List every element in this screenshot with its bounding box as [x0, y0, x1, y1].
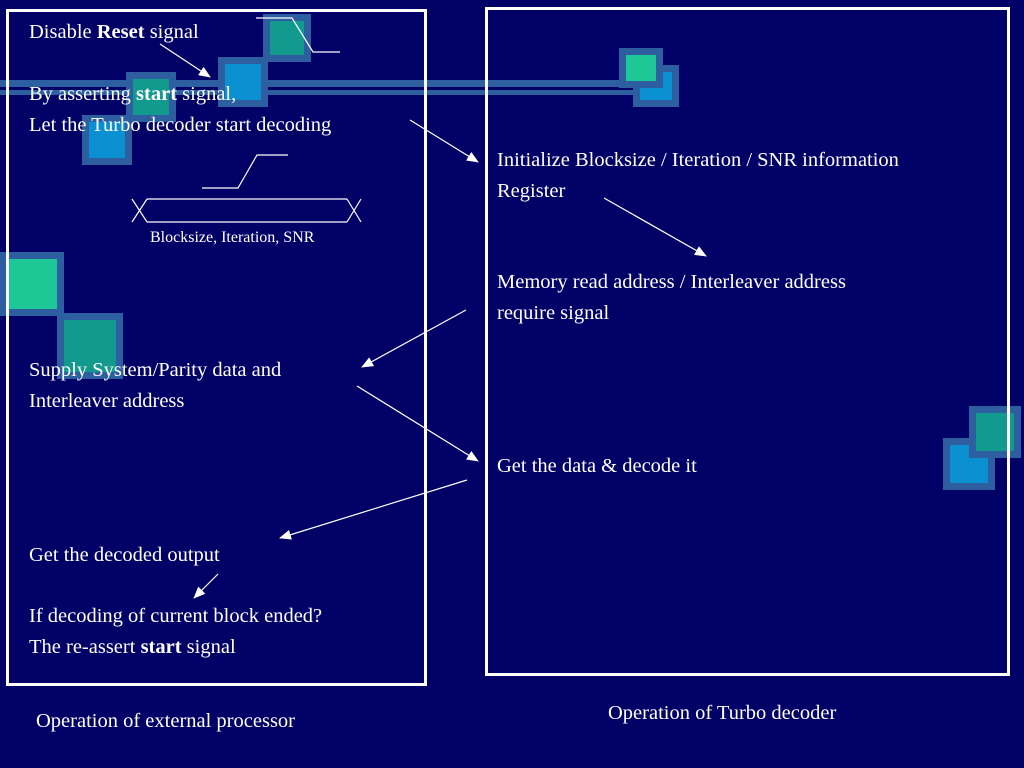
let-decoder-start-text: Let the Turbo decoder start decoding: [29, 114, 332, 136]
decoded-output-text: Get the decoded output: [29, 544, 220, 566]
turbo-decoder-caption: Operation of Turbo decoder: [608, 702, 837, 724]
arrow-supply-to-getdata: [356, 385, 479, 462]
arrow-start-to-init: [409, 119, 479, 163]
arrow-init-to-memory: [603, 197, 707, 257]
reset-keyword: Reset: [96, 21, 145, 43]
arrow-memory-to-supply: [361, 309, 467, 368]
external-processor-caption: Operation of external processor: [36, 710, 295, 732]
memory-address-text-line1: Memory read address / Interleaver addres…: [497, 271, 846, 293]
decorative-bar-upper: [0, 80, 660, 87]
decorative-bar-lower: [0, 90, 660, 95]
disable-reset-text: Disable Reset signal: [29, 21, 199, 43]
start-waveform: [202, 154, 288, 189]
timing-label: Blocksize, Iteration, SNR: [150, 229, 315, 246]
arrow-reset-to-start: [159, 43, 211, 78]
reassert-start-text: The re-assert start signal: [29, 636, 236, 658]
arrow-decode-to-output: [279, 479, 468, 540]
bus-timing-shape: [131, 198, 362, 223]
start-keyword: start: [136, 83, 178, 105]
decorative-square: [126, 72, 176, 122]
arrow-output-to-ended: [193, 573, 219, 599]
supply-data-text-line2: Interleaver address: [29, 390, 185, 412]
init-register-text-line2: Register: [497, 180, 566, 202]
supply-data-text-line1: Supply System/Parity data and: [29, 359, 282, 381]
memory-address-text-line2: require signal: [497, 302, 610, 324]
decorative-square: [0, 252, 64, 316]
start-keyword: start: [140, 636, 182, 658]
get-data-decode-text: Get the data & decode it: [497, 455, 697, 477]
turbo-decoder-panel: [485, 7, 1010, 676]
external-processor-panel: [6, 9, 427, 686]
block-ended-text: If decoding of current block ended?: [29, 605, 323, 627]
init-register-text-line1: Initialize Blocksize / Iteration / SNR i…: [497, 149, 899, 171]
decorative-square: [969, 406, 1021, 458]
reset-waveform: [256, 17, 340, 53]
decorative-square: [57, 313, 123, 379]
decorative-square: [82, 115, 132, 165]
decorative-square: [619, 48, 663, 88]
decorative-square: [218, 57, 268, 107]
assert-start-text: By asserting start signal,: [29, 83, 237, 105]
